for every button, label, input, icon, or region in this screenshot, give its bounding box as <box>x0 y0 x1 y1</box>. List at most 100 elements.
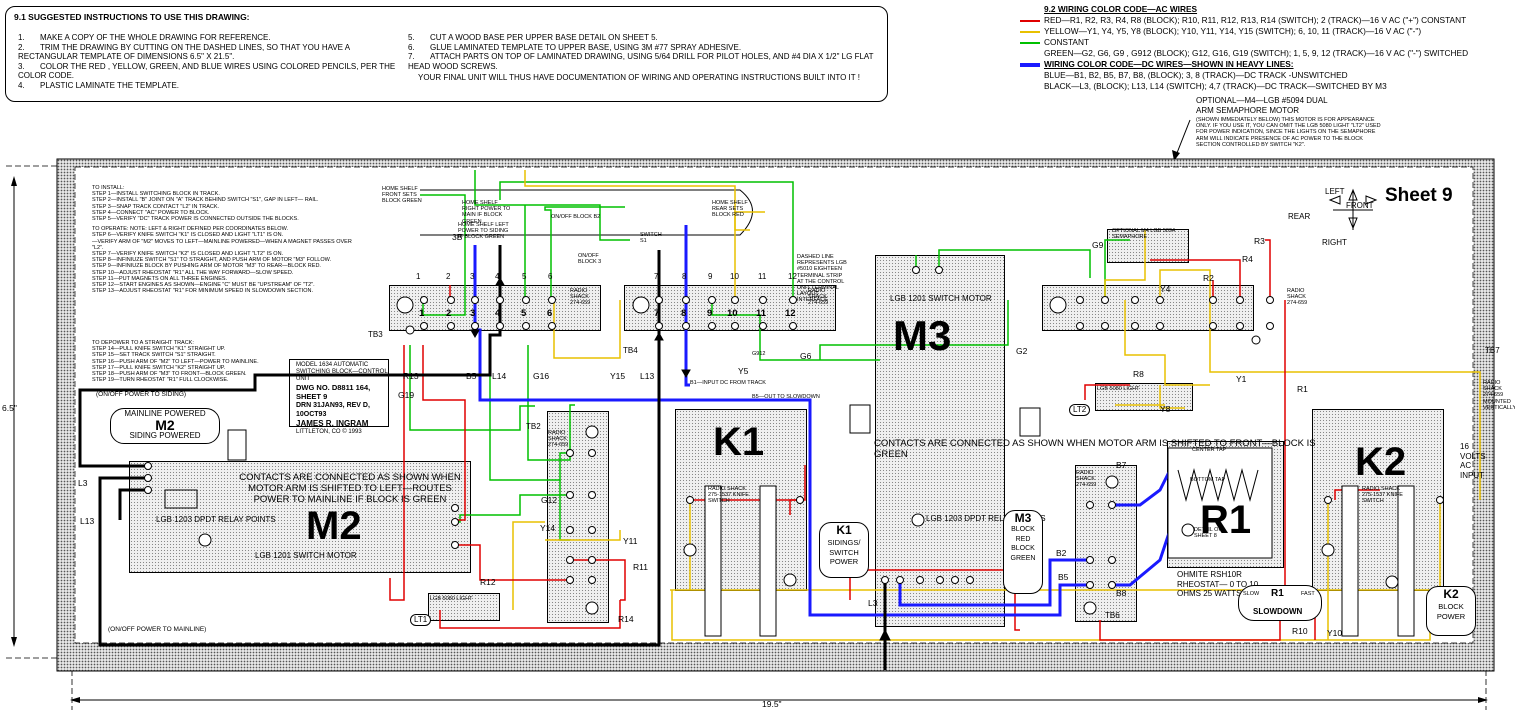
terminal-big-number: 6 <box>547 308 553 319</box>
wire-label: Y8 <box>1160 404 1171 414</box>
terminal-big-number: 9 <box>707 308 713 319</box>
straight-steps: TO DEPOWER TO A STRAIGHT TRACK: STEP 14—… <box>92 340 259 384</box>
m2-contacts-note: CONTACTS ARE CONNECTED AS SHOWN WHEN MOT… <box>239 472 461 505</box>
k1-badge: K1 SIDINGS/ SWITCH POWER <box>819 522 869 578</box>
wire-label: G9 <box>1092 240 1104 250</box>
terminal-screws <box>396 296 1261 345</box>
m2-position-badge: MAINLINE POWERED M2 SIDING POWERED <box>110 408 220 444</box>
green-wires <box>409 170 1130 541</box>
terminal-big-number: 11 <box>756 308 767 319</box>
legend-red: RED—R1, R2, R3, R4, R8 (BLOCK); R10, R11… <box>1020 15 1512 26</box>
instructions-right: 5.CUT A WOOD BASE PER UPPER BASE DETAIL … <box>408 33 888 71</box>
black-wires <box>78 245 887 670</box>
terminal-block-tb6 <box>1075 465 1137 622</box>
instructions-title: 9.1 SUGGESTED INSTRUCTIONS TO USE THIS D… <box>14 12 250 22</box>
wire-label: R12 <box>480 577 496 587</box>
k2-label: K2 <box>1355 440 1407 484</box>
width-dimension: 19.5" <box>762 699 782 709</box>
wire-label: B5 <box>466 371 477 381</box>
m3-contacts-note: CONTACTS ARE CONNECTED AS SHOWN WHEN MOT… <box>874 438 1316 460</box>
legend-constant: CONSTANT <box>1020 37 1512 48</box>
terminal-number: 11 <box>758 272 767 281</box>
tb4-rs-label: RADIO SHACK 274-659 <box>808 288 829 307</box>
terminal-big-number: 12 <box>785 308 796 319</box>
semaphore-m4 <box>1107 229 1189 263</box>
legend-blue: BLUE—B1, B2, B5, B7, B8, (BLOCK); 3, 8 (… <box>1044 70 1348 80</box>
wire-label: B8 <box>1116 588 1127 598</box>
compass-right: RIGHT <box>1322 238 1347 247</box>
compass-rear: REAR <box>1288 212 1311 221</box>
terminal-big-number: 1 <box>419 308 425 319</box>
r1-dial: SLOW R1 FAST SLOWDOWN <box>1238 585 1322 621</box>
wire-label: Y10 <box>1327 628 1343 638</box>
board-border <box>56 158 1495 672</box>
rs-right-label: RADIO SHACK 274-659 MOUNTED VERTICALLY <box>1483 380 1515 411</box>
title-block <box>289 359 389 427</box>
tb3-rs-label: RADIO SHACK 274-659 <box>570 288 591 307</box>
tb7-rs-label: RADIO SHACK 274-659 <box>1287 288 1308 307</box>
terminal-number: 3 <box>470 272 475 281</box>
optional-note: (SHOWN IMMEDIATELY BELOW) THIS MOTOR IS … <box>1196 117 1381 148</box>
wire-label: G19 <box>398 390 415 400</box>
wire-label: G6 <box>800 351 812 361</box>
m3-label: M3 <box>893 312 952 359</box>
knife-switch-k2 <box>1312 409 1444 591</box>
instruction-step: 5.CUT A WOOD BASE PER UPPER BASE DETAIL … <box>408 33 658 42</box>
wire-label: L13 <box>80 516 95 526</box>
onoff-b3: ON/OFF BLOCK 3 <box>578 253 602 266</box>
optional-m4-note: OPTIONAL—M4—LGB #5094 DUAL ARM SEMAPHORE… <box>1196 96 1506 148</box>
wire-label: R4 <box>1242 254 1253 264</box>
terminal-big-number: 4 <box>495 308 501 319</box>
m2-contacts <box>144 429 459 549</box>
wire-label: Y4 <box>1160 284 1171 294</box>
knife-blades <box>683 485 1444 637</box>
instruction-step: 3.COLOR THE RED , YELLOW, GREEN, AND BLU… <box>18 61 396 81</box>
compass-front: FRONT <box>1346 201 1374 210</box>
wire-label: R13 <box>403 371 419 381</box>
r1-bottom-tap: BOTTOM TAP <box>1190 477 1226 483</box>
terminal-big-number: 7 <box>654 308 660 319</box>
wire-label: L13 <box>640 371 655 381</box>
terminal-block-tb2 <box>547 411 609 623</box>
compass-left: LEFT <box>1325 187 1345 196</box>
lt1-label: LGB 5080 LIGHT <box>430 596 473 602</box>
m3-relay-label: LGB 1203 DPDT RELAY POINTS <box>926 514 1046 523</box>
wire-label: R2 <box>1203 273 1214 283</box>
terminal-big-number: 5 <box>521 308 527 319</box>
height-dimension: 6.5" <box>2 403 17 413</box>
instructions-left: 1.MAKE A COPY OF THE WHOLE DRAWING FOR R… <box>18 33 408 91</box>
instruction-step: 1.MAKE A COPY OF THE WHOLE DRAWING FOR R… <box>18 33 271 42</box>
wire-label: R1 <box>1297 384 1308 394</box>
track-note-front: HOME SHELF FRONT SETS BLOCK GREEN <box>382 186 422 205</box>
k1-label: K1 <box>713 420 765 464</box>
sheet-label: Sheet 9 <box>1385 185 1453 206</box>
wire-label: R8 <box>1133 369 1144 379</box>
tb3-label: TB3 <box>368 330 383 339</box>
wire-label: B7 <box>1116 460 1127 470</box>
legend-yellow: YELLOW—Y1, Y4, Y5, Y8 (BLOCK); Y10, Y11,… <box>1020 26 1512 37</box>
wire-label: R11 <box>633 562 648 572</box>
r1-coil <box>1167 447 1273 559</box>
b5-note: B5—OUT TO SLOWDOWN <box>752 394 820 400</box>
k1-switch-label: RADIO SHACK 275-1537 KNIFE SWITCH <box>708 486 749 505</box>
switch-s1-note: SWITCH S1 <box>640 232 662 245</box>
instruction-step: 7.ATTACH PARTS ON TOP OF LAMINATED DRAWI… <box>408 52 874 71</box>
cut-line <box>74 166 1474 644</box>
terminal-number: 1 <box>416 272 421 281</box>
color-code-legend: 9.2 WIRING COLOR CODE—AC WIRES RED—R1, R… <box>1020 4 1512 92</box>
ac-header: 9.2 WIRING COLOR CODE—AC WIRES <box>1044 4 1198 14</box>
track-note-right: HOME SHELF RIGHT POWER TO MAIN IF BLOCK … <box>462 200 511 225</box>
switch-motor-m3 <box>875 255 1005 627</box>
m2-on-off-main: (ON/OFF POWER TO MAINLINE) <box>108 626 207 633</box>
tb4-label: TB4 <box>623 346 638 355</box>
legend-dc-header: WIRING COLOR CODE—DC WIRES—SHOWN IN HEAV… <box>1020 59 1512 70</box>
terminal-number: 9 <box>708 272 713 281</box>
template-board <box>57 159 1494 671</box>
wire-label: L3 <box>868 598 878 608</box>
m2-on-off-siding: (ON/OFF POWER TO SIDING) <box>96 391 187 398</box>
m3-motor-label: LGB 1201 SWITCH MOTOR <box>890 294 992 303</box>
terminal-number: 6 <box>548 272 553 281</box>
terminal-number: 5 <box>522 272 527 281</box>
terminal-posts <box>420 296 1274 330</box>
